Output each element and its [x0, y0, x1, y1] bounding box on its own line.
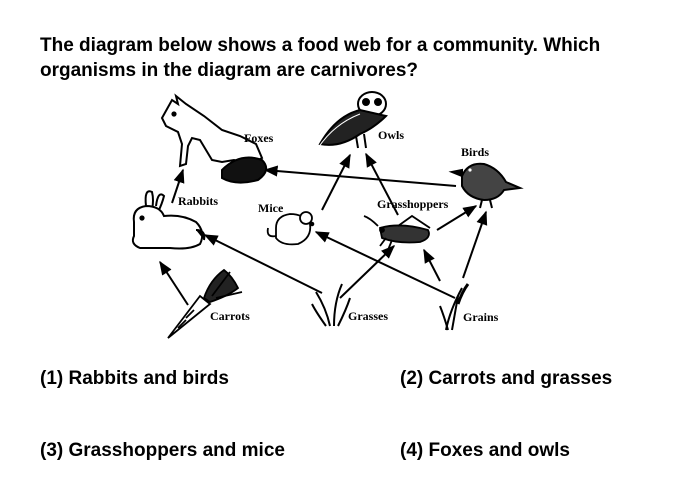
arrow-grasshoppers-to-birds [436, 205, 478, 231]
foxes-label: Foxes [244, 131, 274, 145]
arrow-carrots-to-rabbits [159, 260, 189, 306]
question-text: The diagram below shows a food web for a… [40, 33, 680, 83]
arrow-birds-to-foxes [263, 165, 457, 187]
bird-icon [448, 162, 524, 209]
birds-label: Birds [461, 145, 489, 159]
arrow-grains-to-mice [314, 231, 456, 299]
grasses-label: Grasses [348, 309, 388, 323]
mice-label: Mice [258, 201, 284, 215]
carrot-icon [167, 268, 243, 339]
arrow-rabbits-to-foxes [171, 168, 185, 204]
arrow-grasses-to-grasshoppers [339, 245, 396, 299]
arrow-grasshoppers-to-owls [365, 152, 399, 216]
arrow-grasses-to-rabbits [203, 234, 323, 294]
arrow-mice-to-owls [321, 153, 351, 211]
arrow-grains-to-birds [462, 210, 488, 279]
grass-icon [311, 283, 351, 327]
choice-4[interactable]: (4) Foxes and owls [400, 440, 570, 461]
grain-icon [439, 283, 470, 331]
choice-1[interactable]: (1) Rabbits and birds [40, 368, 229, 389]
question-line-1: The diagram below shows a food web for a… [40, 35, 601, 56]
grasshopper-icon [363, 214, 431, 251]
choice-2[interactable]: (2) Carrots and grasses [400, 368, 613, 389]
grains-label: Grains [463, 310, 499, 324]
choice-3[interactable]: (3) Grasshoppers and mice [40, 440, 285, 461]
owls-label: Owls [378, 128, 404, 142]
mouse-icon [266, 211, 315, 246]
arrow-grains-to-grasshoppers [423, 248, 441, 282]
question-line-2: organisms in the diagram are carnivores? [40, 60, 419, 81]
owl-icon [317, 91, 388, 149]
grasshoppers-label: Grasshoppers [377, 197, 449, 211]
rabbits-label: Rabbits [178, 194, 218, 208]
fox-icon [160, 93, 268, 184]
carrots-label: Carrots [210, 309, 250, 323]
rabbit-icon [131, 190, 206, 250]
